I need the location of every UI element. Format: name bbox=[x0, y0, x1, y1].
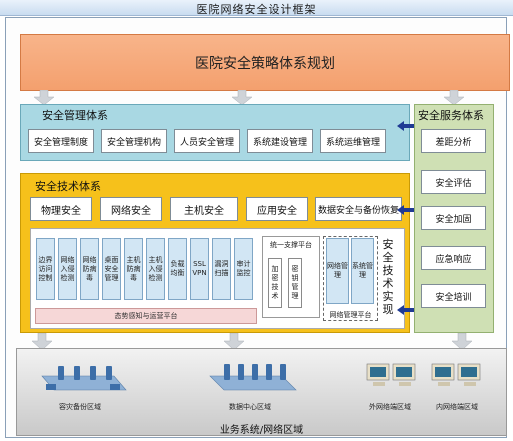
management-item: 安全管理制度 bbox=[28, 129, 94, 153]
left-arrow-icon bbox=[397, 121, 414, 131]
management-item: 安全管理机构 bbox=[101, 129, 167, 153]
business-zone bbox=[16, 348, 507, 436]
zone-node-label: 容灾备份区域 bbox=[59, 403, 101, 411]
implementation-label: 安全技术实现 bbox=[382, 238, 394, 316]
tech-module: 主机防病毒 bbox=[124, 238, 143, 300]
zone-label: 业务系统/网络区域 bbox=[219, 425, 304, 436]
left-arrow-icon bbox=[397, 205, 414, 215]
tech-module: 漏洞扫描 bbox=[212, 238, 231, 300]
down-arrow-icon bbox=[451, 333, 473, 351]
tech-module: SSL VPN bbox=[190, 238, 209, 300]
policy-label: 医院安全策略体系规划 bbox=[195, 56, 335, 72]
tech-module: 桌面安全管理 bbox=[102, 238, 121, 300]
tech-module: 主机入侵检测 bbox=[146, 238, 165, 300]
page-title: 医院网络安全设计框架 bbox=[196, 3, 317, 16]
unified-item: 加密技术 bbox=[268, 258, 282, 308]
technology-item: 应用安全 bbox=[246, 197, 308, 221]
service-item: 安全培训 bbox=[421, 284, 486, 308]
service-item: 应急响应 bbox=[421, 246, 486, 270]
down-arrow-icon bbox=[31, 333, 53, 351]
management-item: 人员安全管理 bbox=[174, 129, 240, 153]
tech-module: 负载均衡 bbox=[168, 238, 187, 300]
policy-block bbox=[20, 34, 510, 91]
zone-arrows bbox=[31, 333, 473, 351]
unified-item: 密钥管理 bbox=[288, 258, 302, 308]
service-item: 安全评估 bbox=[421, 170, 486, 194]
management-item: 系统运维管理 bbox=[320, 129, 386, 153]
unified-platform-title: 统一支撑平台 bbox=[270, 241, 312, 249]
service-item: 安全加固 bbox=[421, 206, 486, 230]
down-arrow-icon bbox=[33, 90, 55, 106]
down-arrow-icon bbox=[231, 90, 253, 106]
down-arrow-icon bbox=[443, 90, 465, 106]
tech-module: 边界访问控制 bbox=[36, 238, 55, 300]
network-mgmt-item: 网络管理 bbox=[326, 238, 349, 304]
technology-item: 物理安全 bbox=[30, 197, 92, 221]
technology-item: 网络安全 bbox=[100, 197, 162, 221]
zone-node-label: 数据中心区域 bbox=[229, 403, 271, 411]
management-item: 系统建设管理 bbox=[247, 129, 313, 153]
tech-module: 网络防病毒 bbox=[80, 238, 99, 300]
tech-module: 审计监控 bbox=[234, 238, 253, 300]
backup-network-icon bbox=[41, 366, 127, 391]
down-arrow-icon bbox=[223, 333, 245, 351]
tech-module: 网络入侵检测 bbox=[58, 238, 77, 300]
situation-platform: 态势感知与运营平台 bbox=[35, 308, 257, 324]
network-mgmt-item: 系统管理 bbox=[351, 238, 374, 304]
technology-item: 主机安全 bbox=[170, 197, 238, 221]
management-title: 安全管理体系 bbox=[42, 109, 108, 122]
datacenter-network-icon bbox=[209, 364, 297, 391]
policy-arrows bbox=[33, 90, 465, 106]
title-bar bbox=[0, 0, 513, 16]
computer-icon bbox=[366, 363, 416, 386]
zone-node-label: 外网络端区域 bbox=[369, 403, 411, 411]
service-item: 差距分析 bbox=[421, 129, 486, 153]
technology-title: 安全技术体系 bbox=[35, 180, 101, 193]
left-arrow-icon bbox=[397, 305, 414, 315]
service-title: 安全服务体系 bbox=[418, 109, 484, 122]
network-mgmt-label: 网络管理平台 bbox=[329, 311, 372, 319]
zone-node-label: 内网络端区域 bbox=[436, 403, 478, 411]
service-arrows bbox=[397, 121, 414, 315]
computer-icon bbox=[431, 363, 481, 386]
technology-item: 数据安全与备份恢复 bbox=[315, 197, 402, 221]
